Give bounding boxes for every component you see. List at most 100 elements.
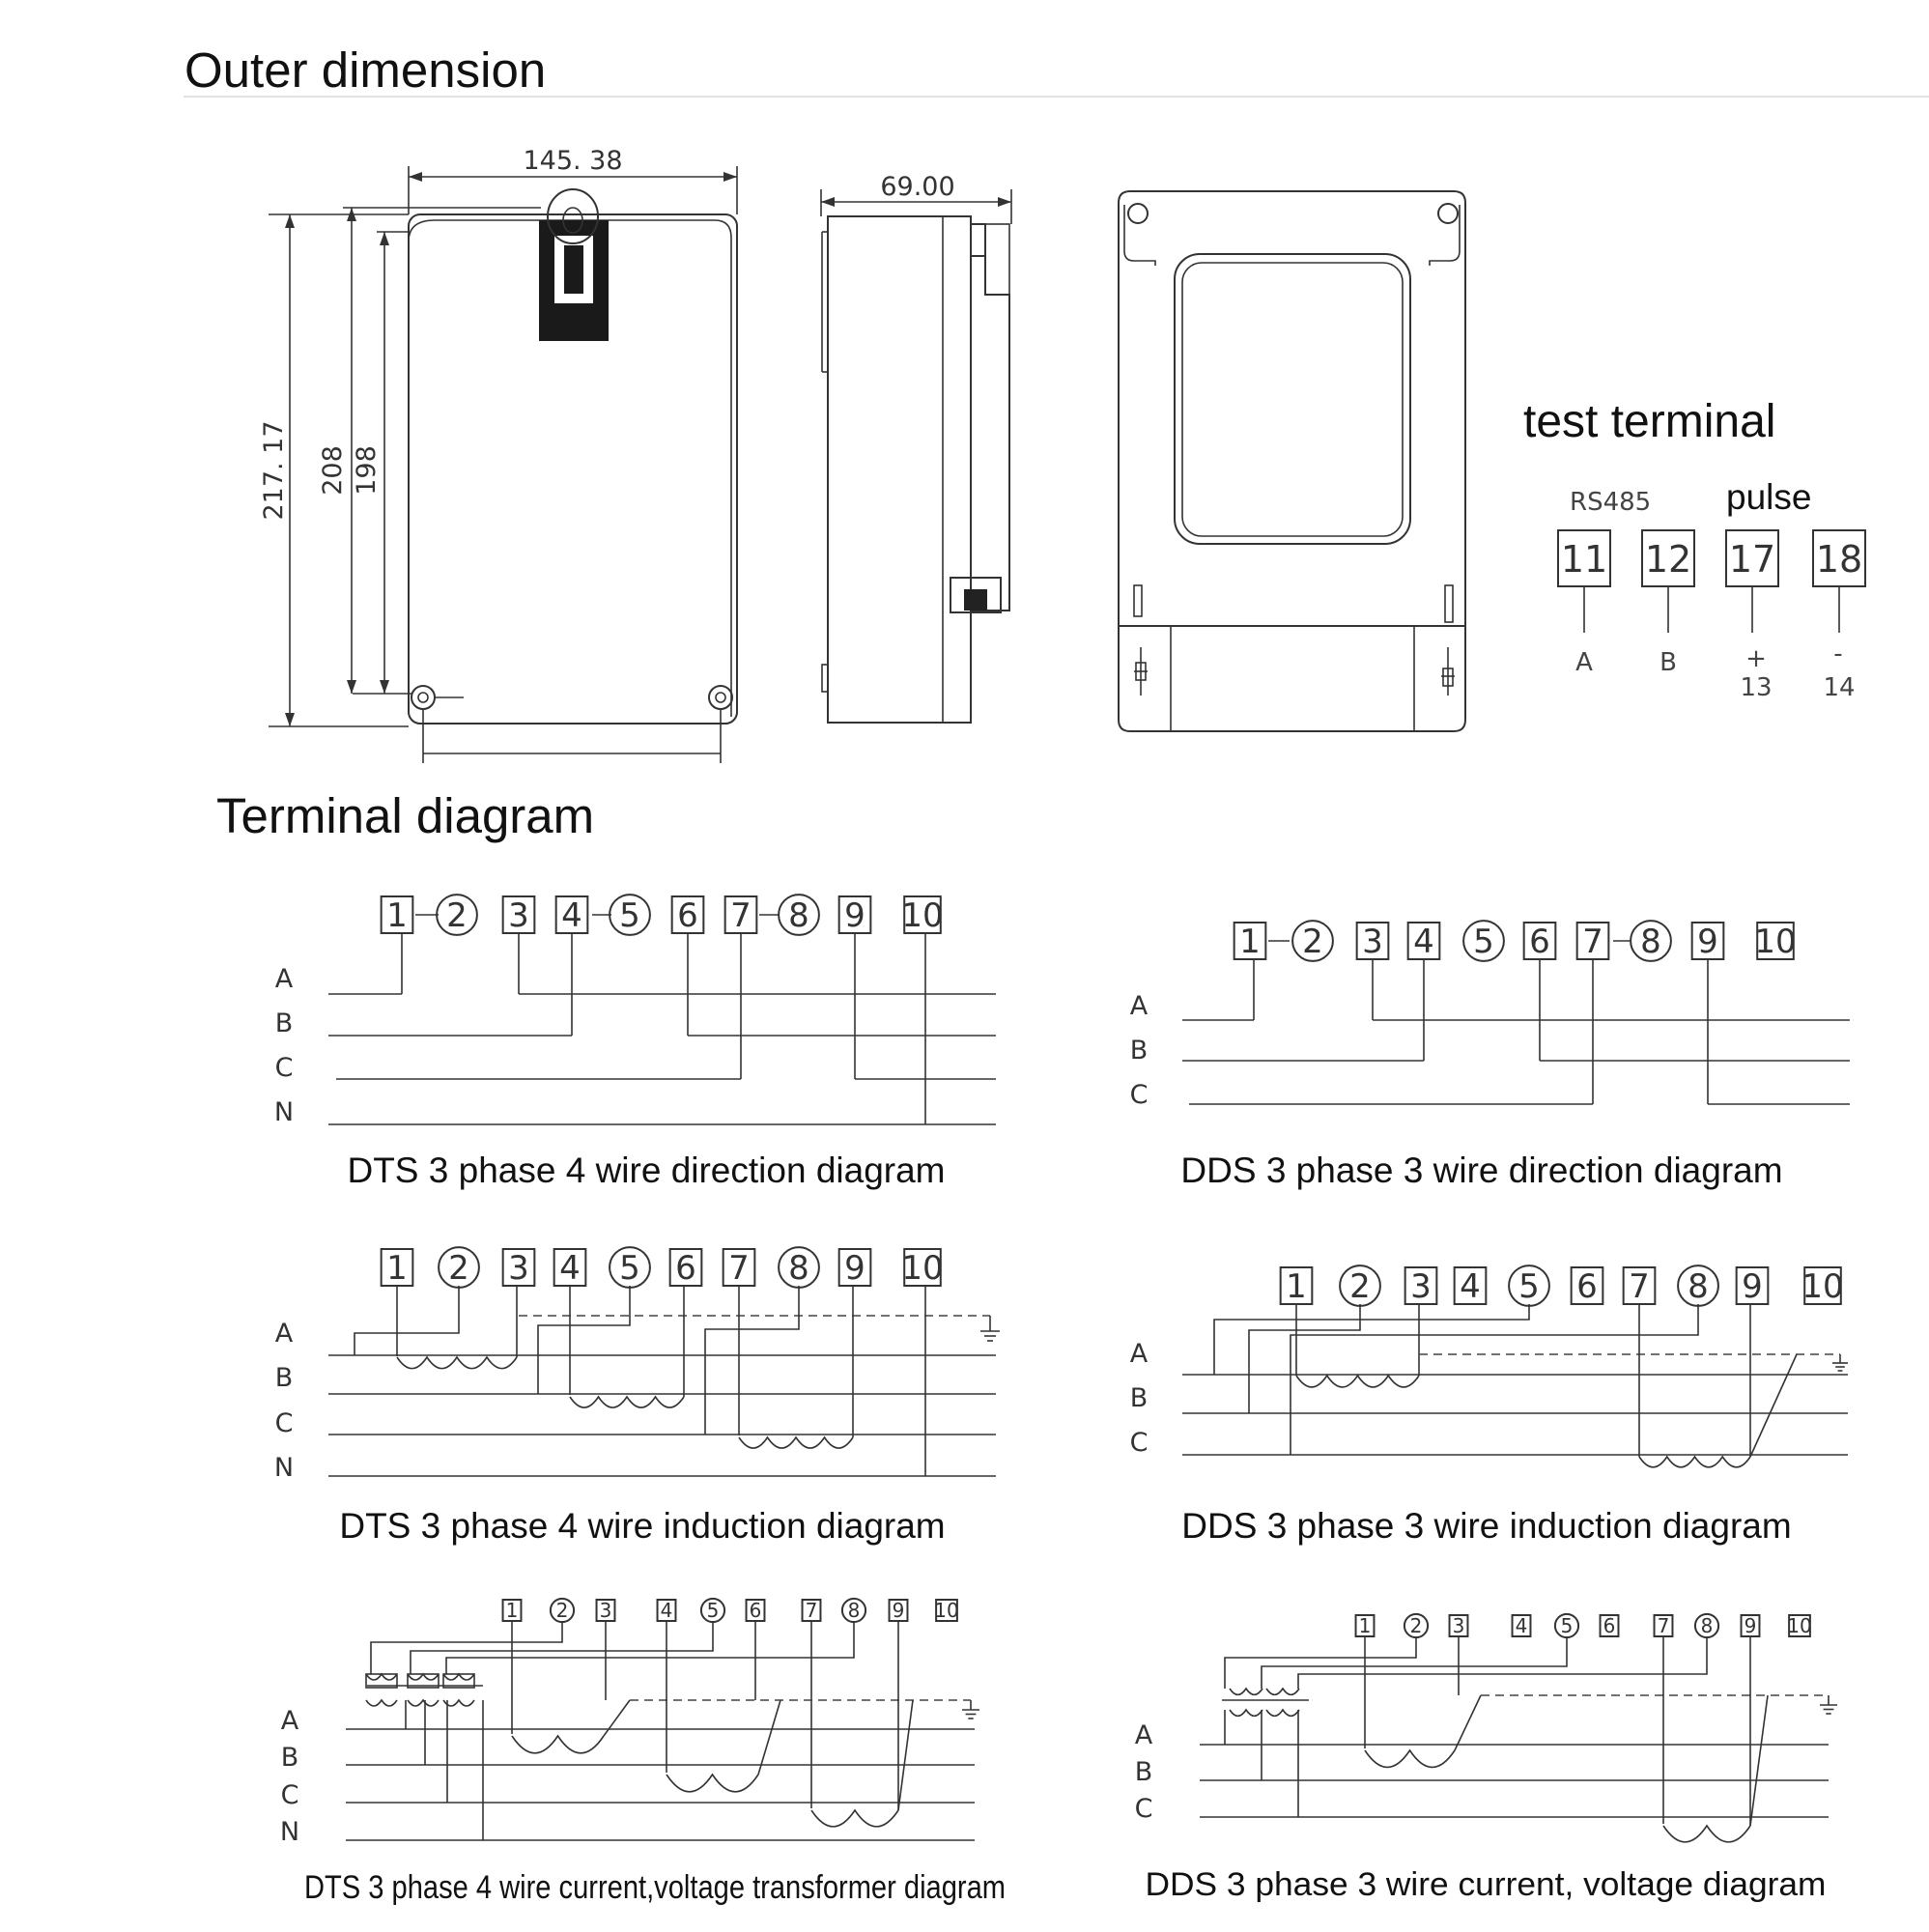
terminal-6-number: 6 [1603, 1614, 1616, 1637]
phase-label-b: B [1135, 1757, 1153, 1787]
terminal-2-number: 2 [448, 1249, 469, 1288]
wire [1454, 1694, 1482, 1751]
rs485-label: RS485 [1570, 488, 1651, 517]
terminal-6 [1599, 1614, 1620, 1637]
test-terminal-11-label: A [1575, 648, 1593, 677]
phase-label-c: C [1135, 1794, 1153, 1824]
terminal-8-number: 8 [848, 1599, 861, 1622]
phase-label-c: C [275, 1408, 294, 1438]
terminal-8-number: 8 [788, 896, 809, 935]
terminal-4-number: 4 [1516, 1614, 1528, 1637]
terminal-2-number: 2 [1410, 1614, 1423, 1637]
terminal-1-number: 1 [1359, 1614, 1372, 1637]
test-terminal-block: test terminal RS485 pulse 11 12 17 18 A … [1523, 396, 1866, 702]
outer-dimension-title: Outer dimension [184, 43, 546, 98]
wire [354, 1286, 460, 1355]
current-coil [442, 1672, 475, 1681]
wire [1749, 1353, 1798, 1458]
terminal-4 [1511, 1614, 1532, 1637]
depth-dimension: 69.00 [880, 172, 954, 202]
wire [370, 1621, 563, 1674]
terminal-1-number: 1 [1239, 923, 1261, 961]
test-terminal-18-label: 14 [1823, 673, 1855, 702]
terminal-10 [1803, 1266, 1842, 1305]
current-coil [407, 1698, 440, 1707]
terminal-10 [1756, 922, 1795, 960]
terminal-4 [1406, 922, 1441, 960]
phase-label-a: A [1130, 1339, 1149, 1369]
terminal-9-number: 9 [1745, 1614, 1757, 1637]
terminal-2 [1291, 920, 1334, 962]
terminal-4-number: 4 [661, 1599, 673, 1622]
current-coil [511, 1734, 605, 1754]
wire [1213, 1304, 1530, 1375]
test-terminal-12: 12 [1645, 538, 1691, 581]
wire [1749, 1694, 1769, 1827]
terminal-7 [1575, 922, 1610, 960]
terminal-8-number: 8 [1701, 1614, 1714, 1637]
test-terminal-17: 17 [1729, 538, 1775, 581]
current-coil [1265, 1708, 1300, 1718]
terminal-7 [1622, 1266, 1657, 1305]
test-terminal-18-sign: - [1833, 639, 1842, 668]
phase-label-c: C [281, 1780, 299, 1810]
front-view-drawing [269, 166, 738, 763]
phase-label-a: A [275, 964, 294, 994]
terminal-9-number: 9 [1742, 1267, 1763, 1306]
phase-label-b: B [275, 1363, 294, 1393]
terminal-3-number: 3 [1453, 1614, 1465, 1637]
terminal-4-number: 4 [1460, 1267, 1481, 1306]
terminal-5-number: 5 [619, 1249, 640, 1288]
wire [1248, 1304, 1361, 1413]
terminal-2-number: 2 [446, 896, 468, 935]
terminal-8-number: 8 [788, 1249, 809, 1288]
terminal-10 [903, 895, 942, 934]
terminal-6-number: 6 [1529, 923, 1550, 961]
terminal-3 [501, 1248, 536, 1287]
current-coil [738, 1435, 854, 1449]
terminal-7 [723, 895, 758, 934]
terminal-9 [1735, 1266, 1770, 1305]
phase-label-b: B [275, 1009, 294, 1038]
terminal-10-number: 10 [901, 1249, 943, 1288]
current-coil [1638, 1455, 1751, 1468]
terminal-6-number: 6 [1576, 1267, 1598, 1306]
width-dimension: 145. 38 [523, 146, 622, 176]
current-coil [810, 1808, 899, 1828]
current-coil [1364, 1748, 1456, 1769]
terminal-10-number: 10 [934, 1599, 958, 1622]
wire [537, 1286, 631, 1394]
terminal-4-number: 4 [1413, 923, 1434, 961]
terminal-10-number: 10 [1754, 923, 1796, 961]
test-terminal-17-sign: + [1745, 644, 1767, 673]
terminal-9 [1690, 922, 1725, 960]
wire [410, 1621, 714, 1674]
wire [1297, 1636, 1708, 1689]
terminal-6 [670, 895, 705, 934]
wire [757, 1699, 781, 1776]
terminal-5-number: 5 [619, 896, 640, 935]
current-coil [569, 1395, 685, 1408]
terminal-3-number: 3 [508, 1249, 529, 1288]
height-total-dimension: 217. 17 [259, 420, 289, 520]
terminal-7-number: 7 [730, 896, 752, 935]
wire [1290, 1304, 1699, 1455]
terminal-10 [935, 1599, 958, 1622]
terminal-5-number: 5 [1561, 1614, 1574, 1637]
current-coil [1662, 1824, 1751, 1843]
side-view-drawing [820, 189, 1012, 724]
terminal-1 [1233, 922, 1267, 960]
current-coil [365, 1698, 398, 1707]
terminal-3 [1404, 1266, 1438, 1305]
terminal-1-number: 1 [386, 896, 408, 935]
current-coil [1265, 1687, 1300, 1696]
caption-dts-transformer: DTS 3 phase 4 wire current,voltage trans… [304, 1869, 1006, 1906]
terminal-8-number: 8 [1640, 923, 1661, 961]
phase-label-n: N [274, 1453, 294, 1483]
terminal-1 [380, 895, 414, 934]
